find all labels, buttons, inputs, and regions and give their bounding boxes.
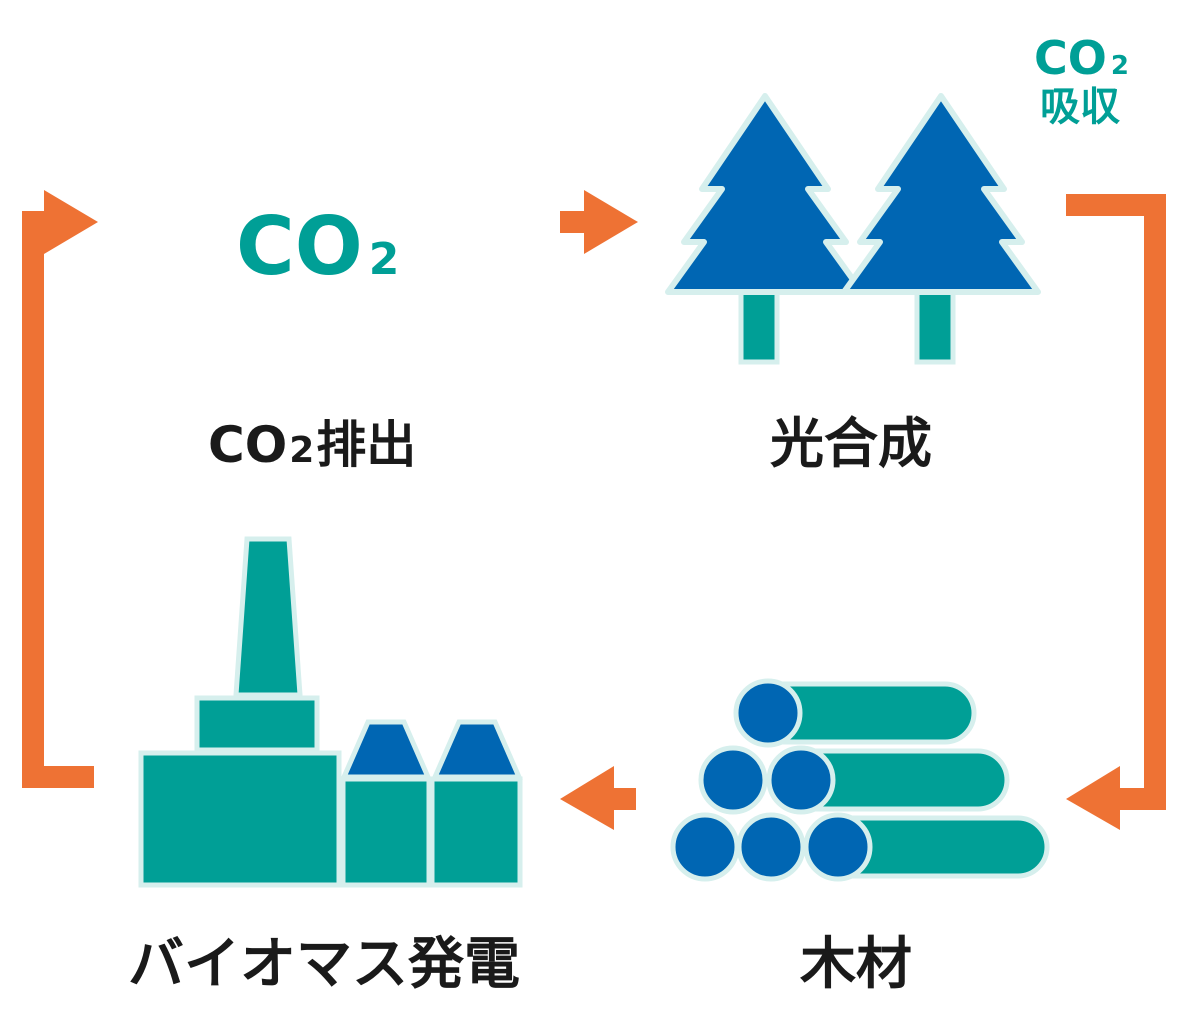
arrow-head-timber-to-biomass [560,766,614,830]
log-end [698,745,768,815]
factory-roof [340,719,432,780]
factory-chimney [233,536,303,698]
log-end [736,812,806,882]
log-end [803,812,873,882]
co2-absorb-subscript: 2 [1111,51,1129,81]
absorb-label: 吸収 [1040,84,1120,130]
factory-upper-block [194,695,320,753]
log-end [766,745,836,815]
log-body [837,815,1050,879]
arrow-shaft-co2-to-trees [560,211,590,233]
tree-icon [665,93,1041,365]
emission-subscript: 2 [289,430,314,471]
log-body [767,681,977,745]
factory-side-block [429,776,523,888]
tree-trunk [738,287,780,365]
biomass-label: バイオマス発電 [128,932,520,997]
tree-crown [665,93,865,295]
arrow-head-co2-to-trees [584,190,638,254]
factory-roof [431,719,523,780]
tree-crown [841,93,1041,295]
log-pile-icon [670,678,1050,882]
log-end [670,812,740,882]
arrow-head-right-bottom [1066,766,1120,830]
factory-icon [138,536,523,888]
photosynthesis-label: 光合成 [770,412,932,475]
left-cycle-line [22,211,94,788]
tree-left [665,93,865,365]
emission-label: CO2排出 [208,416,416,474]
tree-right [841,93,1041,365]
log-end [733,678,803,748]
factory-main-block [138,750,342,888]
co2-subscript: 2 [369,234,400,285]
cycle-arrows [22,190,1166,830]
tree-trunk [914,287,956,365]
log-body [802,748,1010,812]
factory-side-block [340,776,432,888]
arrow-head-left-top [44,190,98,254]
timber-label: 木材 [800,932,912,997]
right-cycle-line [1066,194,1166,810]
